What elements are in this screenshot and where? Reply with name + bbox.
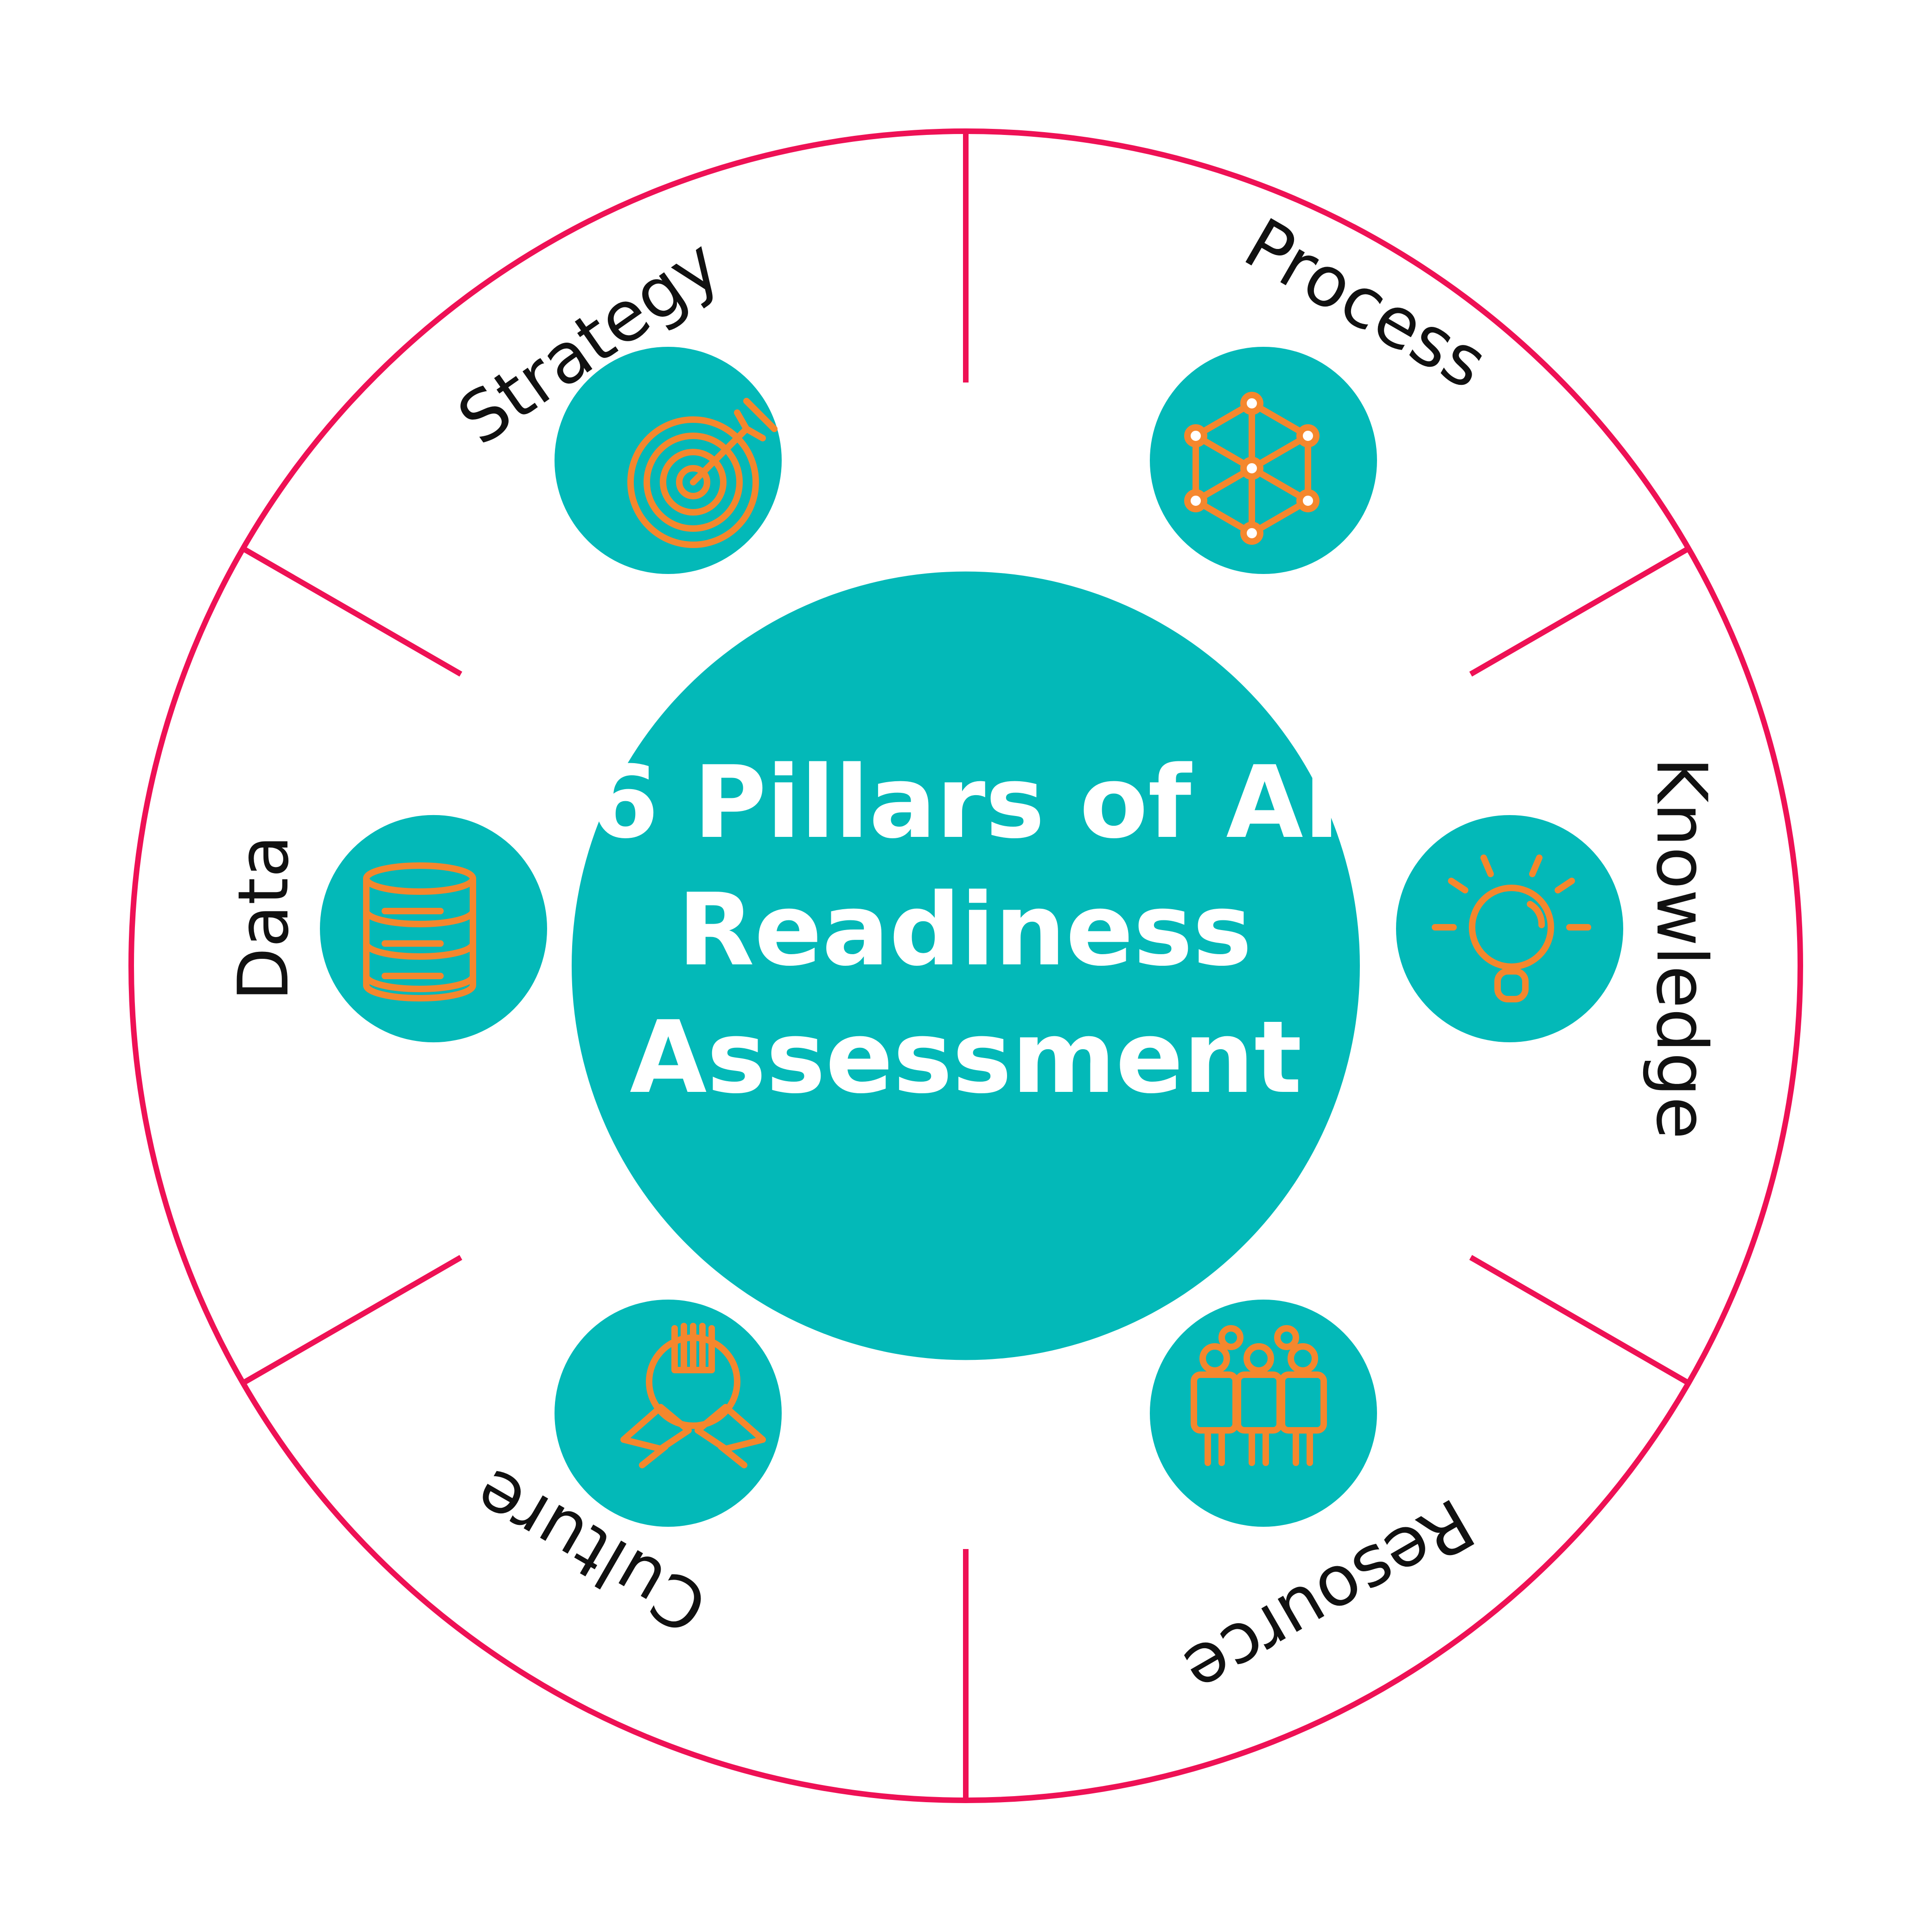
title-line-1: 6 Pillars of AI: [589, 744, 1340, 861]
divider-upper-right: [1469, 546, 1690, 677]
divider-lower-left: [242, 1255, 462, 1386]
lightbulb-icon: [1432, 854, 1591, 1002]
divider-lower-right: [1469, 1255, 1690, 1386]
pillar-label-data: Data: [223, 835, 304, 1001]
network-hexagon-icon: [1184, 392, 1320, 545]
title: 6 Pillars of AI Readiness Assessment: [589, 744, 1342, 1116]
title-line-2: Readiness: [678, 872, 1252, 988]
target-arrow-icon: [627, 398, 778, 548]
pillar-label-knowledge: Knowledge: [1641, 757, 1722, 1140]
center-gear-shape: [320, 347, 1623, 1527]
divider-upper-left: [242, 546, 462, 677]
joined-hands-icon: [620, 1323, 766, 1468]
segment-dividers: [242, 131, 1690, 1800]
database-icon: [363, 862, 476, 1001]
title-line-3: Assessment: [630, 999, 1302, 1116]
people-group-icon: [1191, 1325, 1327, 1466]
